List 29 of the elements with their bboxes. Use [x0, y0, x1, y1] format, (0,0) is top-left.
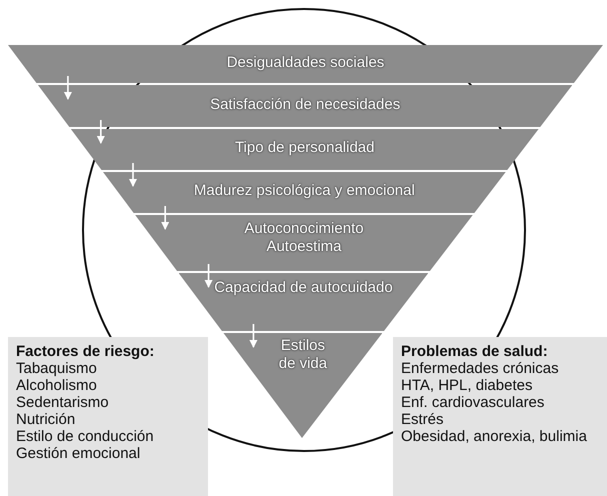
list-item: Tabaquismo [16, 360, 98, 377]
arrow [204, 264, 213, 288]
text-panel [8, 337, 208, 496]
list-item: Gestión emocional [16, 445, 142, 462]
list-item: Alcoholismo [16, 377, 98, 394]
band-label: Autoconocimiento [244, 220, 364, 238]
arrow [249, 324, 258, 348]
list-item: HTA, HPL, diabetes [401, 377, 534, 394]
band-label: Madurez psicológica y emocional [194, 182, 415, 200]
list-item: Nutrición [16, 411, 76, 428]
list-item: Enfermedades crónicas [401, 360, 560, 377]
list-item: Obesidad, anorexia, bulimia [401, 428, 588, 445]
band-label: Autoestima [266, 238, 342, 256]
text-panel [393, 337, 607, 496]
panel-heading: Problemas de salud: [401, 343, 549, 360]
arrow [96, 120, 105, 144]
list-item: Estilo de conducción [16, 428, 155, 445]
band-label: Satisfacción de necesidades [210, 96, 400, 114]
band-label: Tipo de personalidad [234, 139, 374, 157]
list-item: Enf. cardiovasculares [401, 394, 546, 411]
list-item: Sedentarismo [16, 394, 110, 411]
arrow [161, 206, 170, 230]
list-item: Estrés [401, 411, 445, 428]
panel-heading: Factores de riesgo: [16, 343, 156, 360]
band-label: Desigualdades sociales [226, 54, 384, 72]
arrow [64, 76, 72, 100]
band-label: Capacidad de autocuidado [214, 279, 393, 297]
arrow [129, 163, 137, 187]
band-label: Estilos de vida [278, 337, 328, 373]
